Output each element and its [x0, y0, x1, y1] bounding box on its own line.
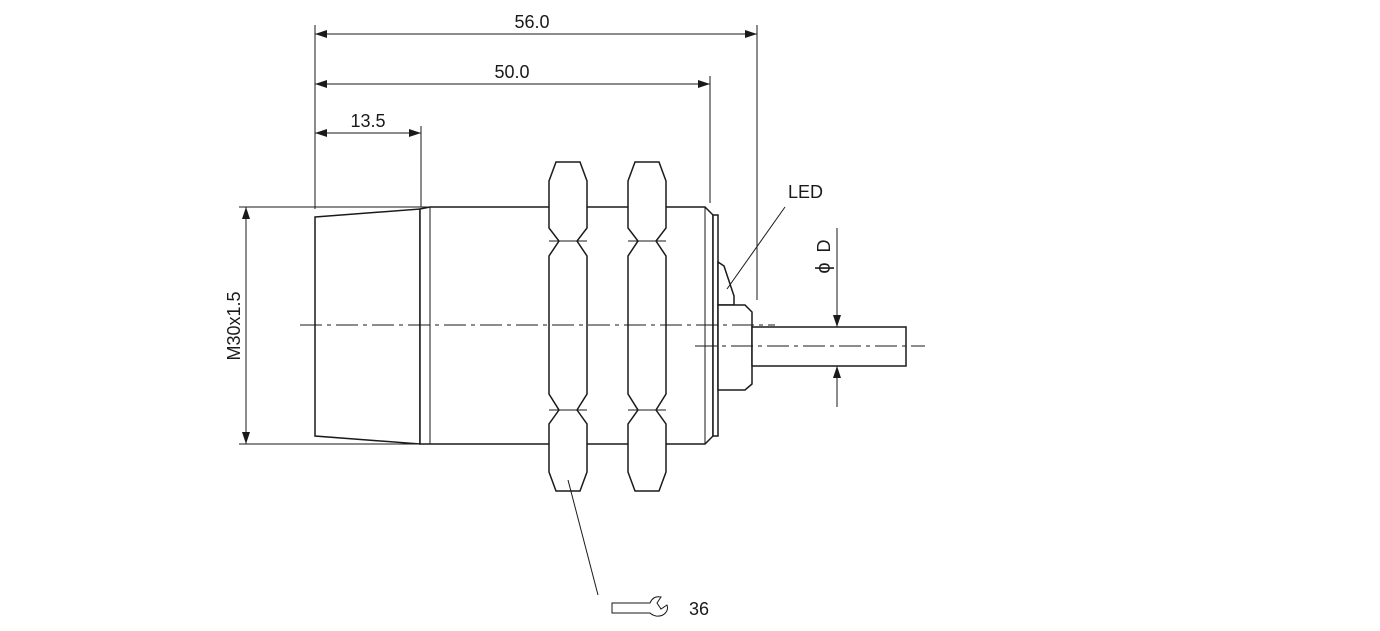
diameter-symbol: ϕ [813, 262, 835, 273]
wrench-icon [611, 596, 668, 617]
hex-nut-rear [627, 161, 667, 492]
dimension-thread-value: M30x1.5 [224, 291, 244, 360]
dimension-overall-length-value: 56.0 [514, 12, 549, 32]
hex-nut-front [548, 161, 588, 492]
dimension-sensing-face: 13.5 [315, 111, 422, 207]
wrench-size-label: 36 [689, 599, 709, 619]
led-callout: LED [726, 182, 823, 290]
dimension-thread: M30x1.5 [224, 206, 428, 445]
led-label: LED [788, 182, 823, 202]
sensing-face-cap [314, 208, 421, 445]
dimension-cable-diameter: ϕ D [813, 228, 841, 407]
dimension-cable-diameter-value: D [814, 240, 834, 253]
dimension-body-length: 50.0 [315, 62, 711, 203]
dimension-sensing-face-value: 13.5 [350, 111, 385, 131]
wrench-callout: 36 [567, 479, 709, 619]
dimension-body-length-value: 50.0 [494, 62, 529, 82]
dimension-overall-length: 56.0 [314, 12, 758, 300]
